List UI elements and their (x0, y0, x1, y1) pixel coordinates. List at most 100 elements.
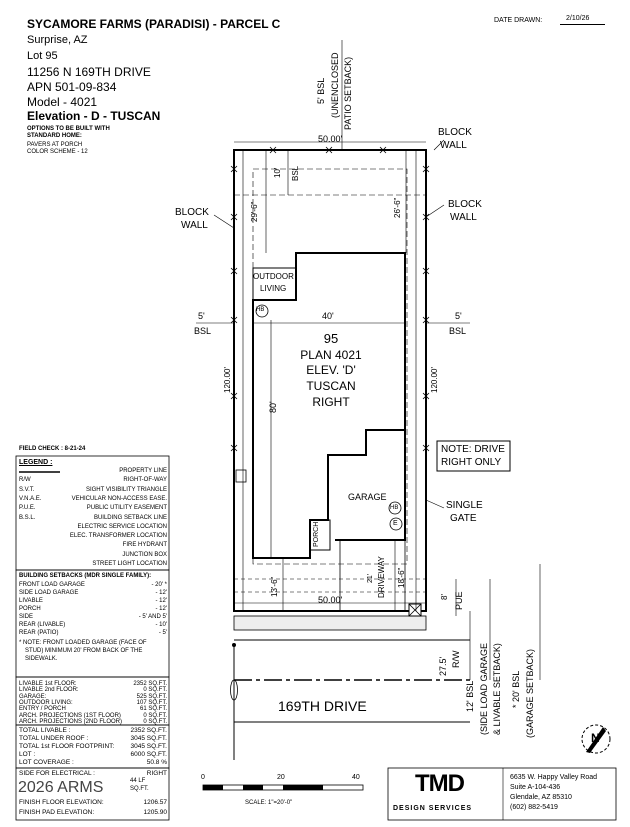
porch-label: PORCH (313, 521, 320, 547)
setback-row: SIDE- 5' AND 5' (19, 614, 167, 620)
bsl-20-2: (GARAGE SETBACK) (525, 648, 535, 738)
dim-120-left: 120.00' (223, 367, 232, 393)
setback-note-2: STUD) MINIMUM 20' FROM BACK OF THE (25, 648, 143, 654)
scale-tick-20: 20 (277, 774, 285, 781)
project-title: SYCAMORE FARMS (PARADISI) - PARCEL C (27, 17, 281, 31)
north-arrow-label: N (591, 731, 600, 745)
area-row: ARCH. PROJECTIONS (2ND FLOOR)0 SQ.FT. (19, 718, 167, 725)
legend-item: P.U.E.PUBLIC UTILITY EASEMENT (19, 505, 167, 512)
options-line-2: STANDARD HOME: (27, 133, 82, 139)
company-phone: (602) 882-5419 (510, 804, 558, 811)
top-dimension: 50.00' (318, 134, 343, 144)
total-row: TOTAL 1st FLOOR FOOTPRINT:3045 SQ.FT. (19, 743, 167, 750)
setbacks-title: BUILDING SETBACKS (MDR SINGLE FAMILY): (19, 573, 152, 579)
company-logo-sub: DESIGN SERVICES (393, 805, 473, 812)
area-row: OUTDOOR LIVING:107 SQ.FT. (19, 699, 167, 706)
plan-label: PLAN 4021 (300, 348, 362, 362)
legend-item: STREET LIGHT LOCATION (92, 561, 167, 567)
block-wall-r-2: WALL (450, 212, 477, 223)
rear-setback-1: 5' BSL (316, 77, 326, 104)
dim-120-right: 120.00' (430, 367, 439, 393)
copyright-watermark: 2026 ARMS (18, 779, 104, 796)
setback-row: REAR (PATIO)- 5' (19, 630, 167, 636)
dim-13-6: 13'-6" (270, 576, 279, 597)
company-address-2: Suite A-104-436 (510, 784, 561, 791)
area-row: GARAGE:525 SQ.FT. (19, 693, 167, 700)
city: Surprise, AZ (27, 34, 88, 46)
company-address-3: Glendale, AZ 85310 (510, 794, 572, 801)
legend-title: LEGEND : (19, 459, 53, 466)
elev-label: ELEV. 'D' (306, 363, 356, 377)
dim-26-6: 26'-6" (393, 197, 402, 218)
tuscan-label: TUSCAN (306, 379, 356, 393)
left-bsl-2: BSL (194, 326, 212, 336)
dim-21: 21' (367, 573, 374, 583)
field-check: FIELD CHECK : 8-21-24 (19, 446, 86, 452)
setback-row: FRONT LOAD GARAGE- 20' * (19, 582, 167, 588)
electric-service: E (393, 520, 398, 527)
area-row: ARCH. PROJECTIONS (1ST FLOOR)0 SQ.FT. (19, 712, 167, 719)
finish-floor: FINISH FLOOR ELEVATION:1206.57 (19, 799, 167, 806)
scale-bar (202, 784, 364, 791)
note-drive-2: RIGHT ONLY (441, 457, 502, 468)
total-row: LOT COVERAGE :50.8 % (19, 759, 167, 766)
legend-item: V.N.A.E.VEHICULAR NON-ACCESS EASE. (19, 495, 167, 502)
wall-lf: 44 LF (130, 778, 146, 784)
right-bsl-1: 5' (455, 311, 462, 321)
date-label: DATE DRAWN: (494, 17, 543, 24)
legend-item: S.V.T.SIGHT VISIBILITY TRIANGLE (19, 486, 167, 493)
bsl-12-3: & LIVABLE SETBACK) (492, 643, 502, 735)
bsl-20-1: * 20' BSL (511, 670, 521, 708)
street-name: 169TH DRIVE (278, 698, 367, 714)
total-row: LOT :6000 SQ.FT. (19, 751, 167, 758)
single-gate-2: GATE (450, 513, 477, 524)
outdoor-living-1: OUTDOOR (253, 272, 294, 281)
dim-27-5: 27.5' (438, 656, 448, 676)
block-wall-marks (230, 146, 430, 452)
rw-label: R/W (451, 650, 461, 669)
options-line-3: PAVERS AT PORCH (27, 142, 83, 148)
block-wall-tr-1: BLOCK (438, 127, 472, 138)
date-underline (560, 24, 605, 25)
lot-number: Lot 95 (27, 50, 58, 62)
setback-row: PORCH- 12' (19, 606, 167, 612)
area-row: LIVABLE 2nd FLOOR:0 SQ.FT. (19, 687, 167, 694)
elevation: Elevation - D - TUSCAN (27, 109, 161, 123)
driveway-label: DRIVEWAY (377, 556, 386, 598)
left-bsl-1: 5' (198, 311, 205, 321)
right-label: RIGHT (312, 395, 350, 409)
bsl-12-1: 12' BSL (465, 680, 475, 712)
total-row: TOTAL LIVABLE :2352 SQ.FT. (19, 727, 167, 734)
options-line-4: COLOR SCHEME - 12 (27, 149, 88, 155)
legend-item: B.S.L.BUILDING SETBACK LINE (19, 514, 167, 521)
address: 11256 N 169TH DRIVE (27, 65, 151, 79)
setback-row: LIVABLE- 12' (19, 598, 167, 604)
note-drive-1: NOTE: DRIVE (441, 444, 505, 455)
company-address-1: 6635 W. Happy Valley Road (510, 774, 598, 781)
setback-note-3: SIDEWALK. (25, 656, 58, 662)
dim-10: 10' (273, 167, 282, 178)
hose-bib-2: HB (390, 505, 399, 511)
garage-label: GARAGE (348, 492, 387, 502)
date-value: 2/10/26 (566, 15, 590, 22)
legend-item: JUNCTION BOX (122, 551, 167, 558)
setback-row: SIDE LOAD GARAGE- 12' (19, 590, 167, 596)
pue-label: PUE (454, 591, 464, 610)
setback-row: REAR (LIVABLE)- 10' (19, 622, 167, 628)
area-row: LIVABLE 1st FLOOR:2352 SQ.FT. (19, 681, 167, 687)
block-wall-tr-2: WALL (440, 140, 467, 151)
scale-label: SCALE: 1"=20'-0" (245, 800, 293, 806)
hose-bib-1: HB (256, 307, 265, 313)
bottom-dimension: 50.00' (318, 595, 343, 605)
legend-item: ELECTRIC SERVICE LOCATION (77, 523, 167, 530)
dim-18-6: 18'-6" (397, 567, 406, 588)
legend-item: ELEC. TRANSFORMER LOCATION (69, 533, 167, 540)
outdoor-living-2: LIVING (260, 284, 287, 293)
legend-item: FIRE HYDRANT (122, 542, 167, 549)
lot-label: 95 (323, 331, 339, 346)
model: Model - 4021 (27, 95, 98, 109)
wall-sqft: SQ.FT. (130, 786, 149, 792)
